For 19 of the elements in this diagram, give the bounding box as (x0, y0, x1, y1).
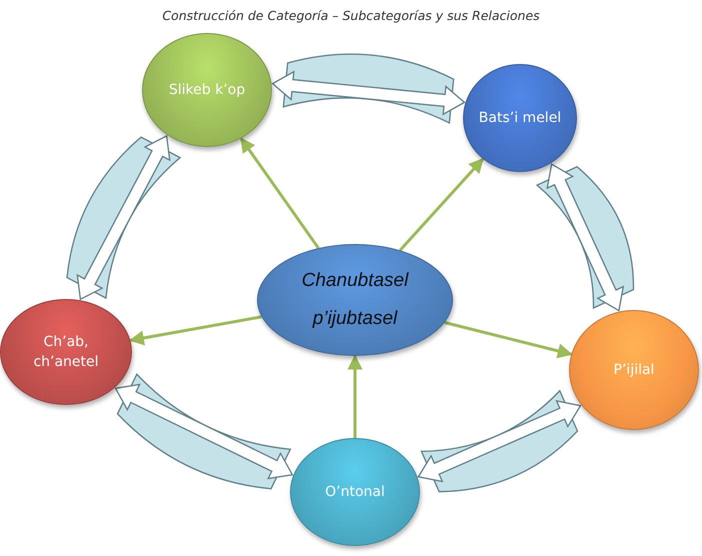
double-arrow (417, 400, 582, 482)
node-label: Chanubtasel p’ijubtasel (300, 269, 410, 331)
node-label: O’ntonal (324, 482, 386, 502)
arrow (398, 158, 484, 252)
arrow (128, 315, 262, 346)
double-arrow (76, 134, 171, 300)
diagram-title: Construcción de Categoría – Subcategorías y sus Relaciones (162, 8, 540, 23)
category-ellipse (290, 438, 420, 546)
arrow (348, 354, 362, 438)
category-ellipse (0, 299, 132, 405)
node-label: Ch’ab, ch’anetel (32, 332, 100, 372)
node-label: Bats’i melel (478, 108, 562, 128)
node-label: P’ijilal (612, 360, 656, 380)
node-label: Slikeb k’op (168, 80, 246, 100)
arrow (240, 137, 320, 249)
arrow (444, 321, 573, 358)
double-arrow (271, 70, 466, 116)
double-arrow (114, 384, 294, 480)
double-arrow (546, 163, 624, 312)
